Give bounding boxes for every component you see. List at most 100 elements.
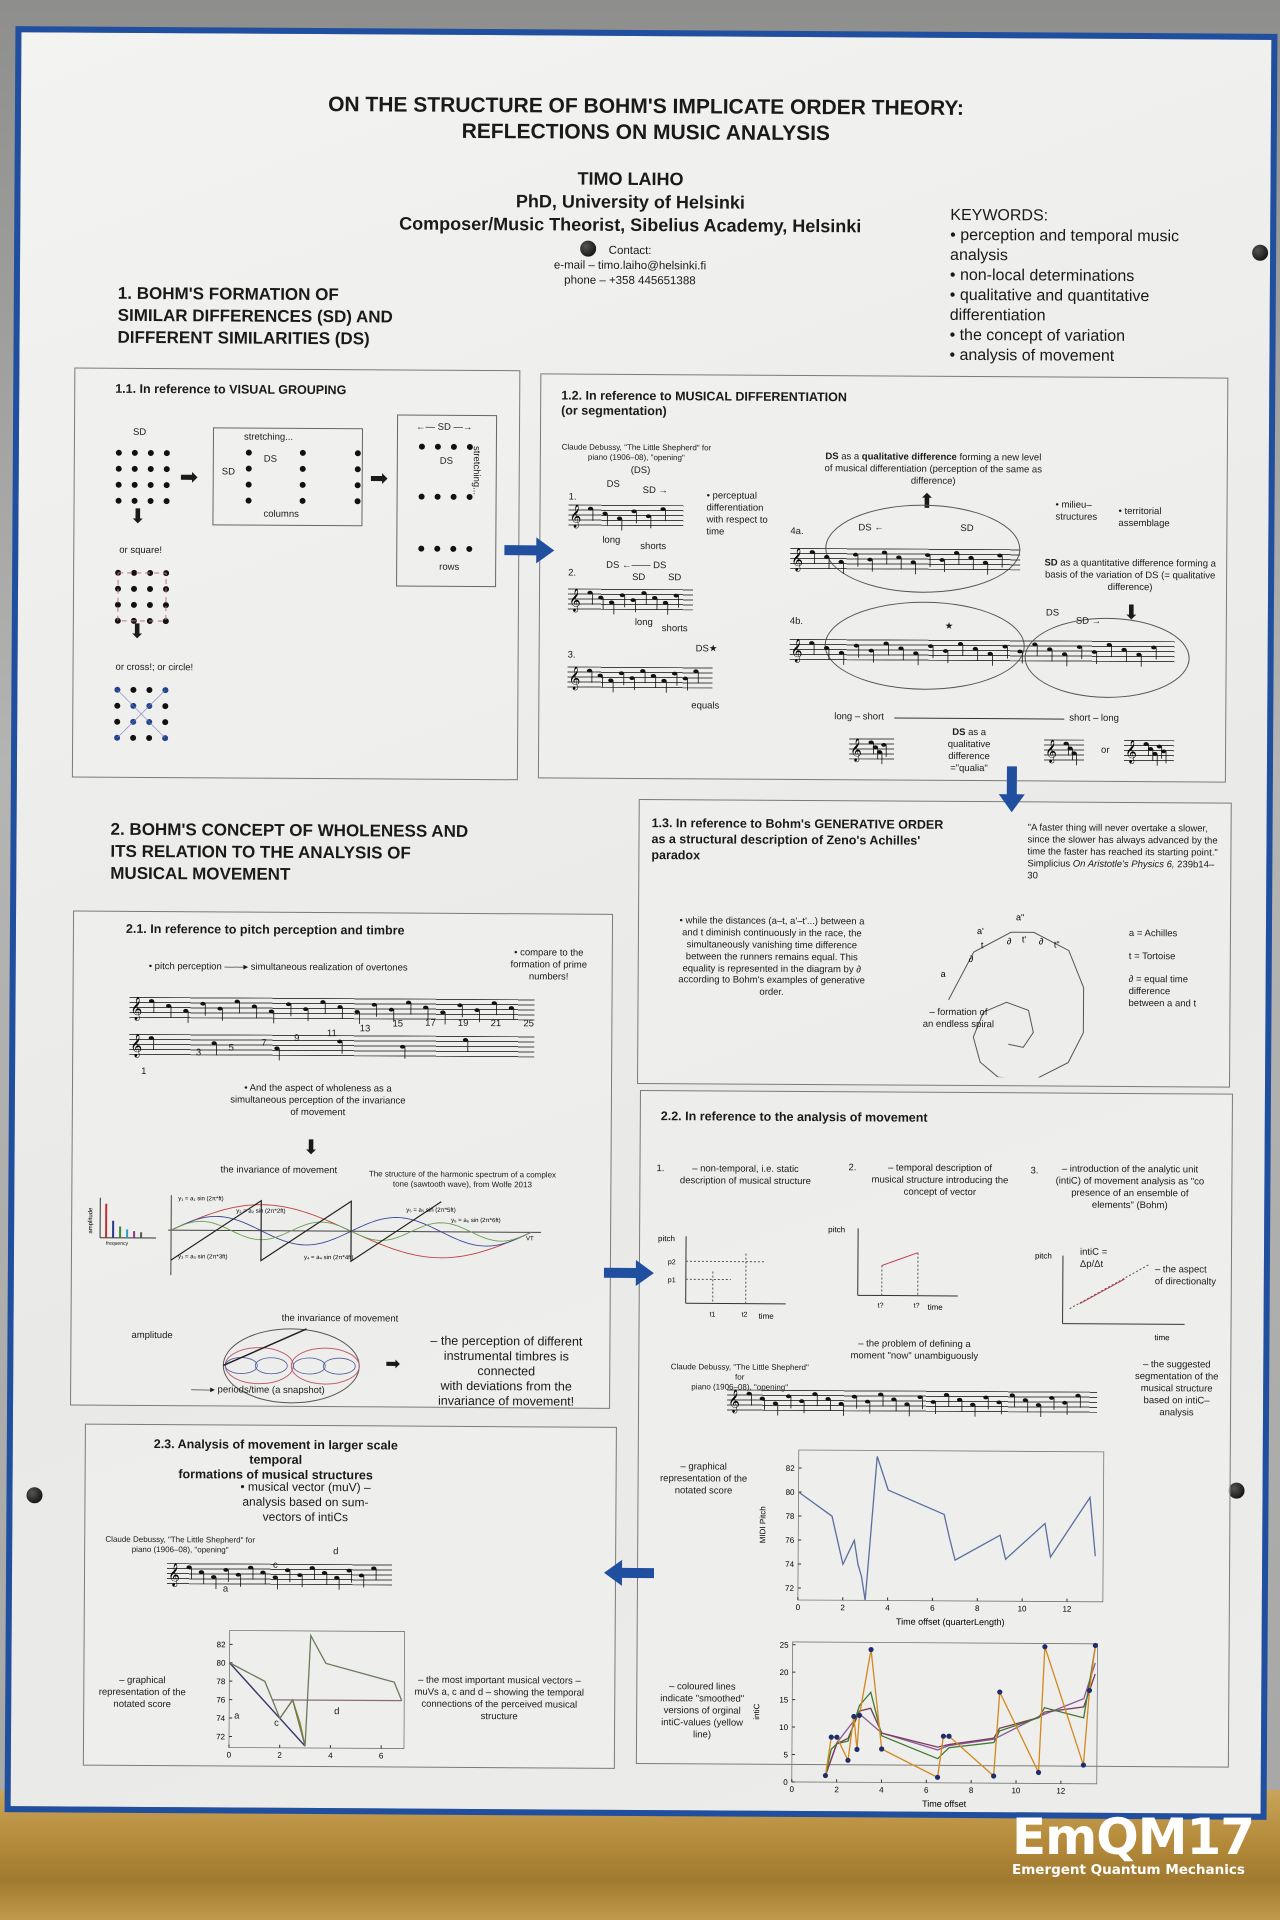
label-d: d [333, 1546, 339, 1558]
axis-label: pitch [658, 1234, 675, 1243]
y-tick-label: 74 [216, 1714, 226, 1723]
note-head [824, 555, 830, 559]
note-head [1022, 1398, 1028, 1403]
dot [131, 585, 138, 592]
note-head [823, 646, 830, 650]
label-shorts: shorts [661, 623, 688, 635]
note-head [650, 673, 656, 678]
spiral-path [948, 931, 1085, 1078]
note-head [337, 1005, 343, 1009]
note-head [809, 550, 815, 554]
dot [418, 545, 425, 552]
label-t: t [981, 940, 984, 950]
invariance-ellipse-diagram [222, 1328, 360, 1404]
y-tick-label: 10 [779, 1723, 789, 1732]
music-staff: 𝄞 [567, 666, 713, 693]
harmonic-number: 19 [457, 1017, 469, 1029]
note-head [1075, 1393, 1081, 1398]
note-head [1156, 744, 1162, 749]
data-point [879, 1746, 885, 1752]
series-line-smoothed-1 [824, 1646, 1096, 1776]
note-head [630, 598, 636, 603]
x-tick-label: 10 [1018, 1604, 1028, 1613]
logo-subtitle: Emergent Quantum Mechanics [1012, 1862, 1245, 1878]
author-block: TIMO LAIHO PhD, University of Helsinki C… [300, 166, 960, 239]
y-tick-label: 15 [779, 1696, 789, 1705]
note-head [598, 595, 604, 600]
dot [131, 465, 138, 472]
label-ds: DS [263, 453, 278, 465]
note-head [939, 558, 945, 562]
note-head [508, 1006, 514, 1010]
dot [147, 465, 154, 472]
intic-note: – introduction of the analytic unit (int… [1055, 1163, 1205, 1211]
y-tick-label: 72 [216, 1732, 226, 1741]
double-arrow-line [894, 717, 1065, 720]
clef-icon: 𝄞 [791, 549, 803, 572]
dot [163, 498, 170, 505]
dot [130, 686, 137, 693]
keyword-item: • non-local determinations [949, 266, 1135, 286]
musical-vector-note: • musical vector (muV) – analysis based … [240, 1479, 371, 1525]
data-point [1035, 1769, 1042, 1776]
item-number: 1. [656, 1163, 665, 1175]
dot [299, 449, 306, 456]
note-head [186, 1565, 192, 1570]
connector-arrow-down [998, 766, 1025, 813]
label-long-short: long – short [834, 711, 884, 723]
important-vectors-note: – the most important musical vectors – m… [414, 1674, 585, 1722]
note-head [1032, 642, 1038, 647]
note-head [1136, 652, 1142, 657]
data-point [828, 1734, 834, 1740]
label-stretching-vertical: stretching... [470, 445, 482, 496]
music-staff: 𝄞 [727, 1389, 1098, 1418]
dot [354, 498, 361, 505]
note-head [166, 1004, 172, 1008]
dot [245, 449, 252, 456]
axis-label: pitch [828, 1225, 845, 1234]
axis-label-vt: VT [526, 1236, 534, 1242]
note-head [217, 1006, 223, 1011]
note-head [968, 555, 974, 560]
clef-icon: 𝄞 [1125, 741, 1137, 764]
clef-icon: 𝄞 [1045, 740, 1057, 763]
note-head [660, 507, 666, 512]
note-head [211, 1575, 217, 1579]
y-tick-label: 80 [217, 1659, 227, 1668]
coloured-lines-note: – coloured lines indicate "smoothed" ver… [660, 1681, 745, 1740]
directionality-note: – the aspect of directionalty [1154, 1264, 1217, 1288]
bold-ds: DS [825, 451, 839, 463]
clef-icon: 𝄞 [568, 668, 580, 691]
spiral-caption: – formation of an endless spiral [922, 1006, 995, 1031]
connector-arrow-right [603, 1259, 654, 1286]
dot [299, 497, 306, 504]
keywords-title: KEYWORDS: [950, 206, 1049, 225]
y-tick-label: 76 [216, 1696, 226, 1705]
note-head [183, 1008, 189, 1013]
note-head [234, 999, 240, 1004]
example-number: 4a. [790, 525, 804, 537]
label-partial: ∂ [1039, 936, 1044, 946]
note-head [652, 595, 658, 600]
clef-icon: 𝄞 [850, 739, 862, 762]
item-number: 2. [848, 1162, 857, 1174]
perceptual-note: • perceptual differentiation with respec… [706, 490, 768, 538]
panel-1-3-generative-order: 1.3. In reference to Bohm's GENERATIVE O… [637, 798, 1232, 1088]
note-head [629, 676, 635, 681]
note-head [211, 1041, 217, 1046]
note-head [876, 750, 883, 754]
note-head [388, 1007, 394, 1012]
note-head [346, 1568, 352, 1573]
note-head [957, 642, 964, 646]
plot-frame [791, 1641, 1099, 1785]
data-point [946, 1733, 952, 1739]
note-head [200, 1001, 206, 1006]
spiral-legend: a = Achilles t = Tortoise ∂ = equal time… [1128, 928, 1228, 1010]
x-tick-label: 4 [885, 1604, 890, 1613]
connector-arrow-left [604, 1559, 655, 1586]
keyword-item: • qualitative and quantitative different… [949, 286, 1150, 325]
data-point [934, 1774, 941, 1780]
note-head [851, 1394, 857, 1399]
dot [354, 450, 361, 457]
